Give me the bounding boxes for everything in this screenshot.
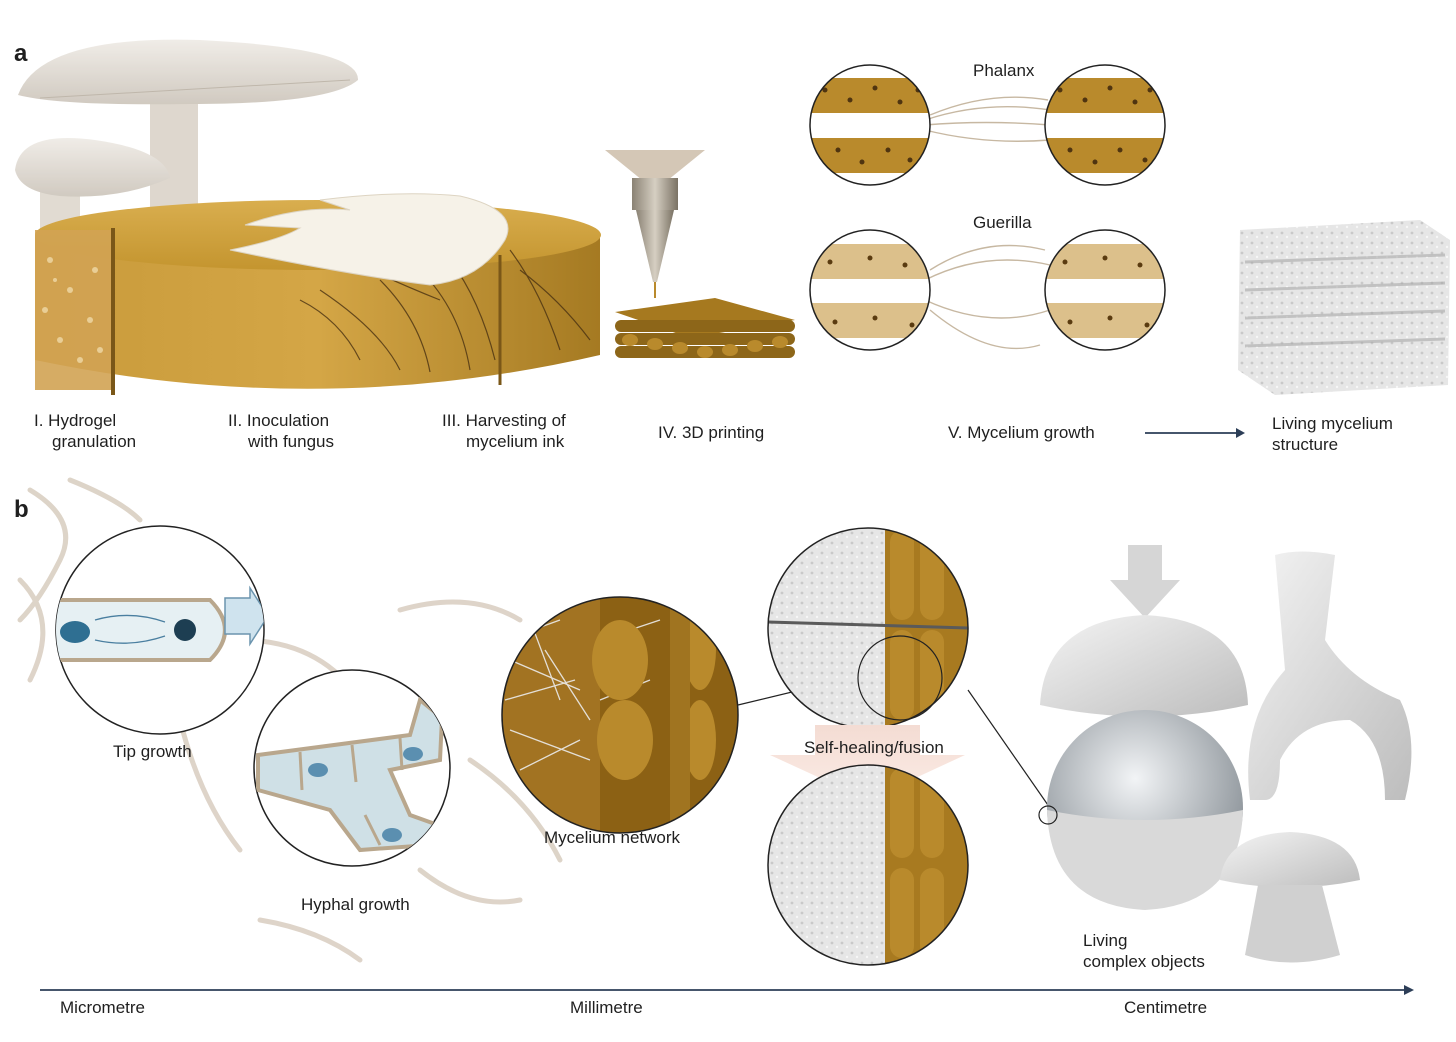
tip-growth-label: Tip growth <box>113 741 192 762</box>
step-2-line2: with fungus <box>228 431 334 452</box>
hyphal-growth-diagram <box>254 670 450 866</box>
printed-lattice <box>615 298 795 358</box>
connector-line-2 <box>968 690 1050 808</box>
guerilla-growth-diagram <box>805 225 1170 355</box>
scale-arrow <box>40 985 1414 995</box>
step-2-line1: II. Inoculation <box>228 410 334 431</box>
step-living-structure: Living mycelium structure <box>1272 413 1393 455</box>
phalanx-label: Phalanx <box>973 60 1034 81</box>
living-objects-line2: complex objects <box>1083 951 1205 972</box>
step-hydrogel-granulation: I. Hydrogel granulation <box>34 410 136 452</box>
step-3-line1: III. Harvesting of <box>442 410 566 431</box>
tip-growth-diagram <box>50 526 268 734</box>
hyphal-growth-label: Hyphal growth <box>301 894 410 915</box>
scale-micrometre: Micrometre <box>60 997 145 1018</box>
mycelium-network-diagram <box>500 595 740 835</box>
step-3d-printing: IV. 3D printing <box>658 422 764 443</box>
living-objects-line1: Living <box>1083 930 1205 951</box>
step-harvesting: III. Harvesting of mycelium ink <box>442 410 566 452</box>
growth-arrow <box>1145 428 1245 438</box>
scale-millimetre: Millimetre <box>570 997 643 1018</box>
living-mycelium-block <box>1238 220 1450 395</box>
step-3-line2: mycelium ink <box>442 431 566 452</box>
printer-nozzle <box>605 150 705 298</box>
living-objects-label: Living complex objects <box>1083 930 1205 972</box>
mycelium-network-label: Mycelium network <box>544 827 680 848</box>
step-mycelium-growth: V. Mycelium growth <box>948 422 1095 443</box>
panel-a-letter: a <box>14 40 27 68</box>
step-6-line1: Living mycelium <box>1272 413 1393 434</box>
guerilla-label: Guerilla <box>973 212 1032 233</box>
living-complex-objects <box>1039 545 1411 963</box>
self-healing-after <box>768 765 975 965</box>
scale-centimetre: Centimetre <box>1124 997 1207 1018</box>
step-inoculation: II. Inoculation with fungus <box>228 410 334 452</box>
step-1-line1: I. Hydrogel <box>34 410 136 431</box>
step-1-line2: granulation <box>34 431 136 452</box>
panel-b-letter: b <box>14 496 29 524</box>
step-6-line2: structure <box>1272 434 1393 455</box>
self-healing-before <box>768 528 975 728</box>
self-healing-label: Self-healing/fusion <box>804 737 944 758</box>
